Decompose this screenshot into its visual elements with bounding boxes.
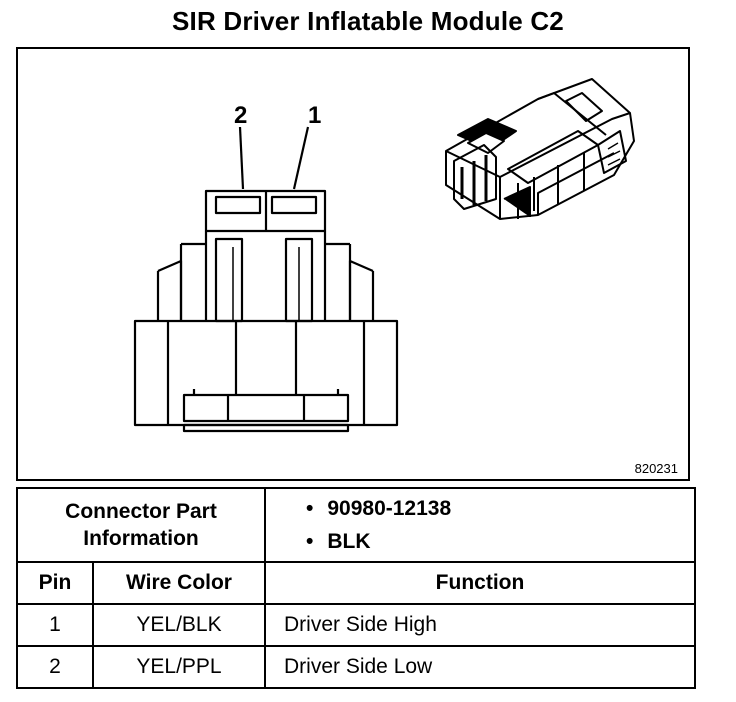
function-cell: Driver Side Low [264,645,696,689]
table-row: 2 YEL/PPL Driver Side Low [16,645,696,689]
table-row: 1 YEL/BLK Driver Side High [16,603,696,647]
diagram-ref-code: 820231 [634,461,678,476]
connector-color: BLK [306,525,694,558]
pin-label-1: 1 [308,102,321,129]
pin-cell: 2 [16,645,94,689]
diagram-panel: 2 1 820231 [16,47,690,481]
table-header-row: Pin Wire Color Function [16,561,696,605]
connector-isometric-view-icon [445,78,635,220]
connector-front-view-icon [133,126,399,433]
connector-part-info-values: 90980-12138 BLK [264,487,696,563]
pin-label-2: 2 [234,102,247,129]
connector-part-info-label: Connector Part Information [16,487,266,563]
connector-diagram: 2 1 [133,78,635,433]
function-cell: Driver Side High [264,603,696,647]
wire-color-cell: YEL/PPL [92,645,266,689]
pin-cell: 1 [16,603,94,647]
header-wire-color: Wire Color [92,561,266,605]
connector-part-info-row: Connector Part Information 90980-12138 B… [16,487,696,563]
part-number: 90980-12138 [306,492,694,525]
wire-color-cell: YEL/BLK [92,603,266,647]
page-title: SIR Driver Inflatable Module C2 [172,6,564,36]
connector-info-table: Connector Part Information 90980-12138 B… [16,487,696,689]
header-function: Function [264,561,696,605]
header-pin: Pin [16,561,94,605]
